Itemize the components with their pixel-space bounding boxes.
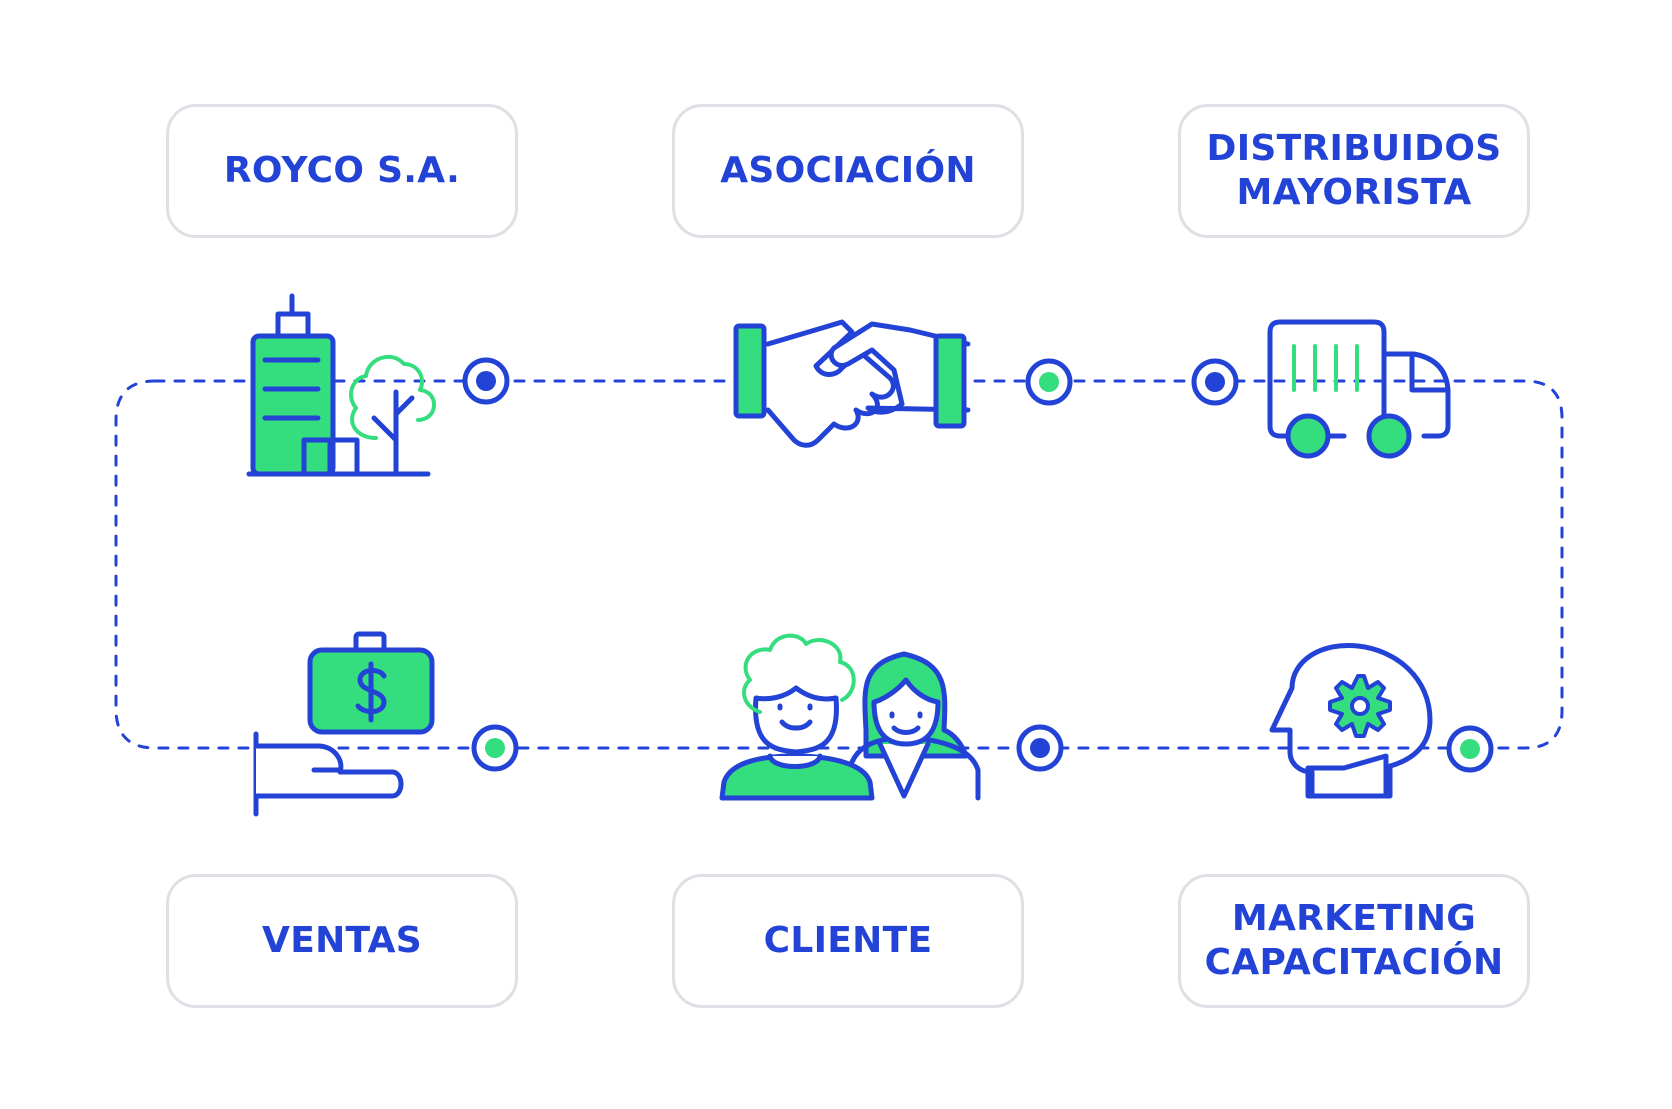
node-ventas-dot (485, 738, 505, 758)
hand-money-icon (253, 631, 435, 817)
node-asociacion (1025, 358, 1073, 406)
card-cliente-line-1: CLIENTE (763, 920, 933, 961)
card-marketing-line-1: MARKETING (1231, 898, 1477, 939)
card-marketing-line-2: CAPACITACIÓN (1204, 942, 1504, 983)
handshake-icon (733, 319, 971, 448)
node-distribuidos-dot (1205, 372, 1225, 392)
node-asociacion-dot (1039, 372, 1059, 392)
delivery-truck-icon (1267, 319, 1451, 459)
node-cliente-dot (1030, 738, 1050, 758)
node-royco (462, 357, 510, 405)
card-ventas-line-1: VENTAS (262, 920, 422, 961)
tree-crown (349, 354, 436, 440)
node-distribuidos (1191, 358, 1239, 406)
node-cliente (1016, 724, 1064, 772)
flow-nodes (462, 357, 1494, 773)
card-distribuidos-mayorista: DISTRIBUIDOS MAYORISTA (1178, 104, 1530, 238)
node-marketing-dot (1460, 739, 1480, 759)
card-royco-line-1: ROYCO S.A. (223, 150, 461, 191)
card-asociacion: ASOCIACIÓN (672, 104, 1024, 238)
card-asociacion-line-1: ASOCIACIÓN (720, 150, 976, 191)
card-cliente: CLIENTE (672, 874, 1024, 1008)
dashed-flow-path (114, 379, 1564, 750)
truck-cargo-lines (1292, 344, 1359, 392)
node-ventas (471, 724, 519, 772)
office-building-icon (246, 293, 431, 477)
head-gear-icon (1269, 642, 1433, 799)
people-icon (719, 651, 981, 801)
card-royco: ROYCO S.A. (166, 104, 518, 238)
card-ventas: VENTAS (166, 874, 518, 1008)
node-marketing (1446, 725, 1494, 773)
card-distribuidos-line-1: DISTRIBUIDOS (1206, 128, 1502, 169)
card-distribuidos-line-2: MAYORISTA (1236, 172, 1472, 213)
curly-hair (742, 633, 856, 714)
card-marketing-capacitacion: MARKETING CAPACITACIÓN (1178, 874, 1530, 1008)
gear-icon (1328, 674, 1392, 738)
node-royco-dot (476, 371, 496, 391)
